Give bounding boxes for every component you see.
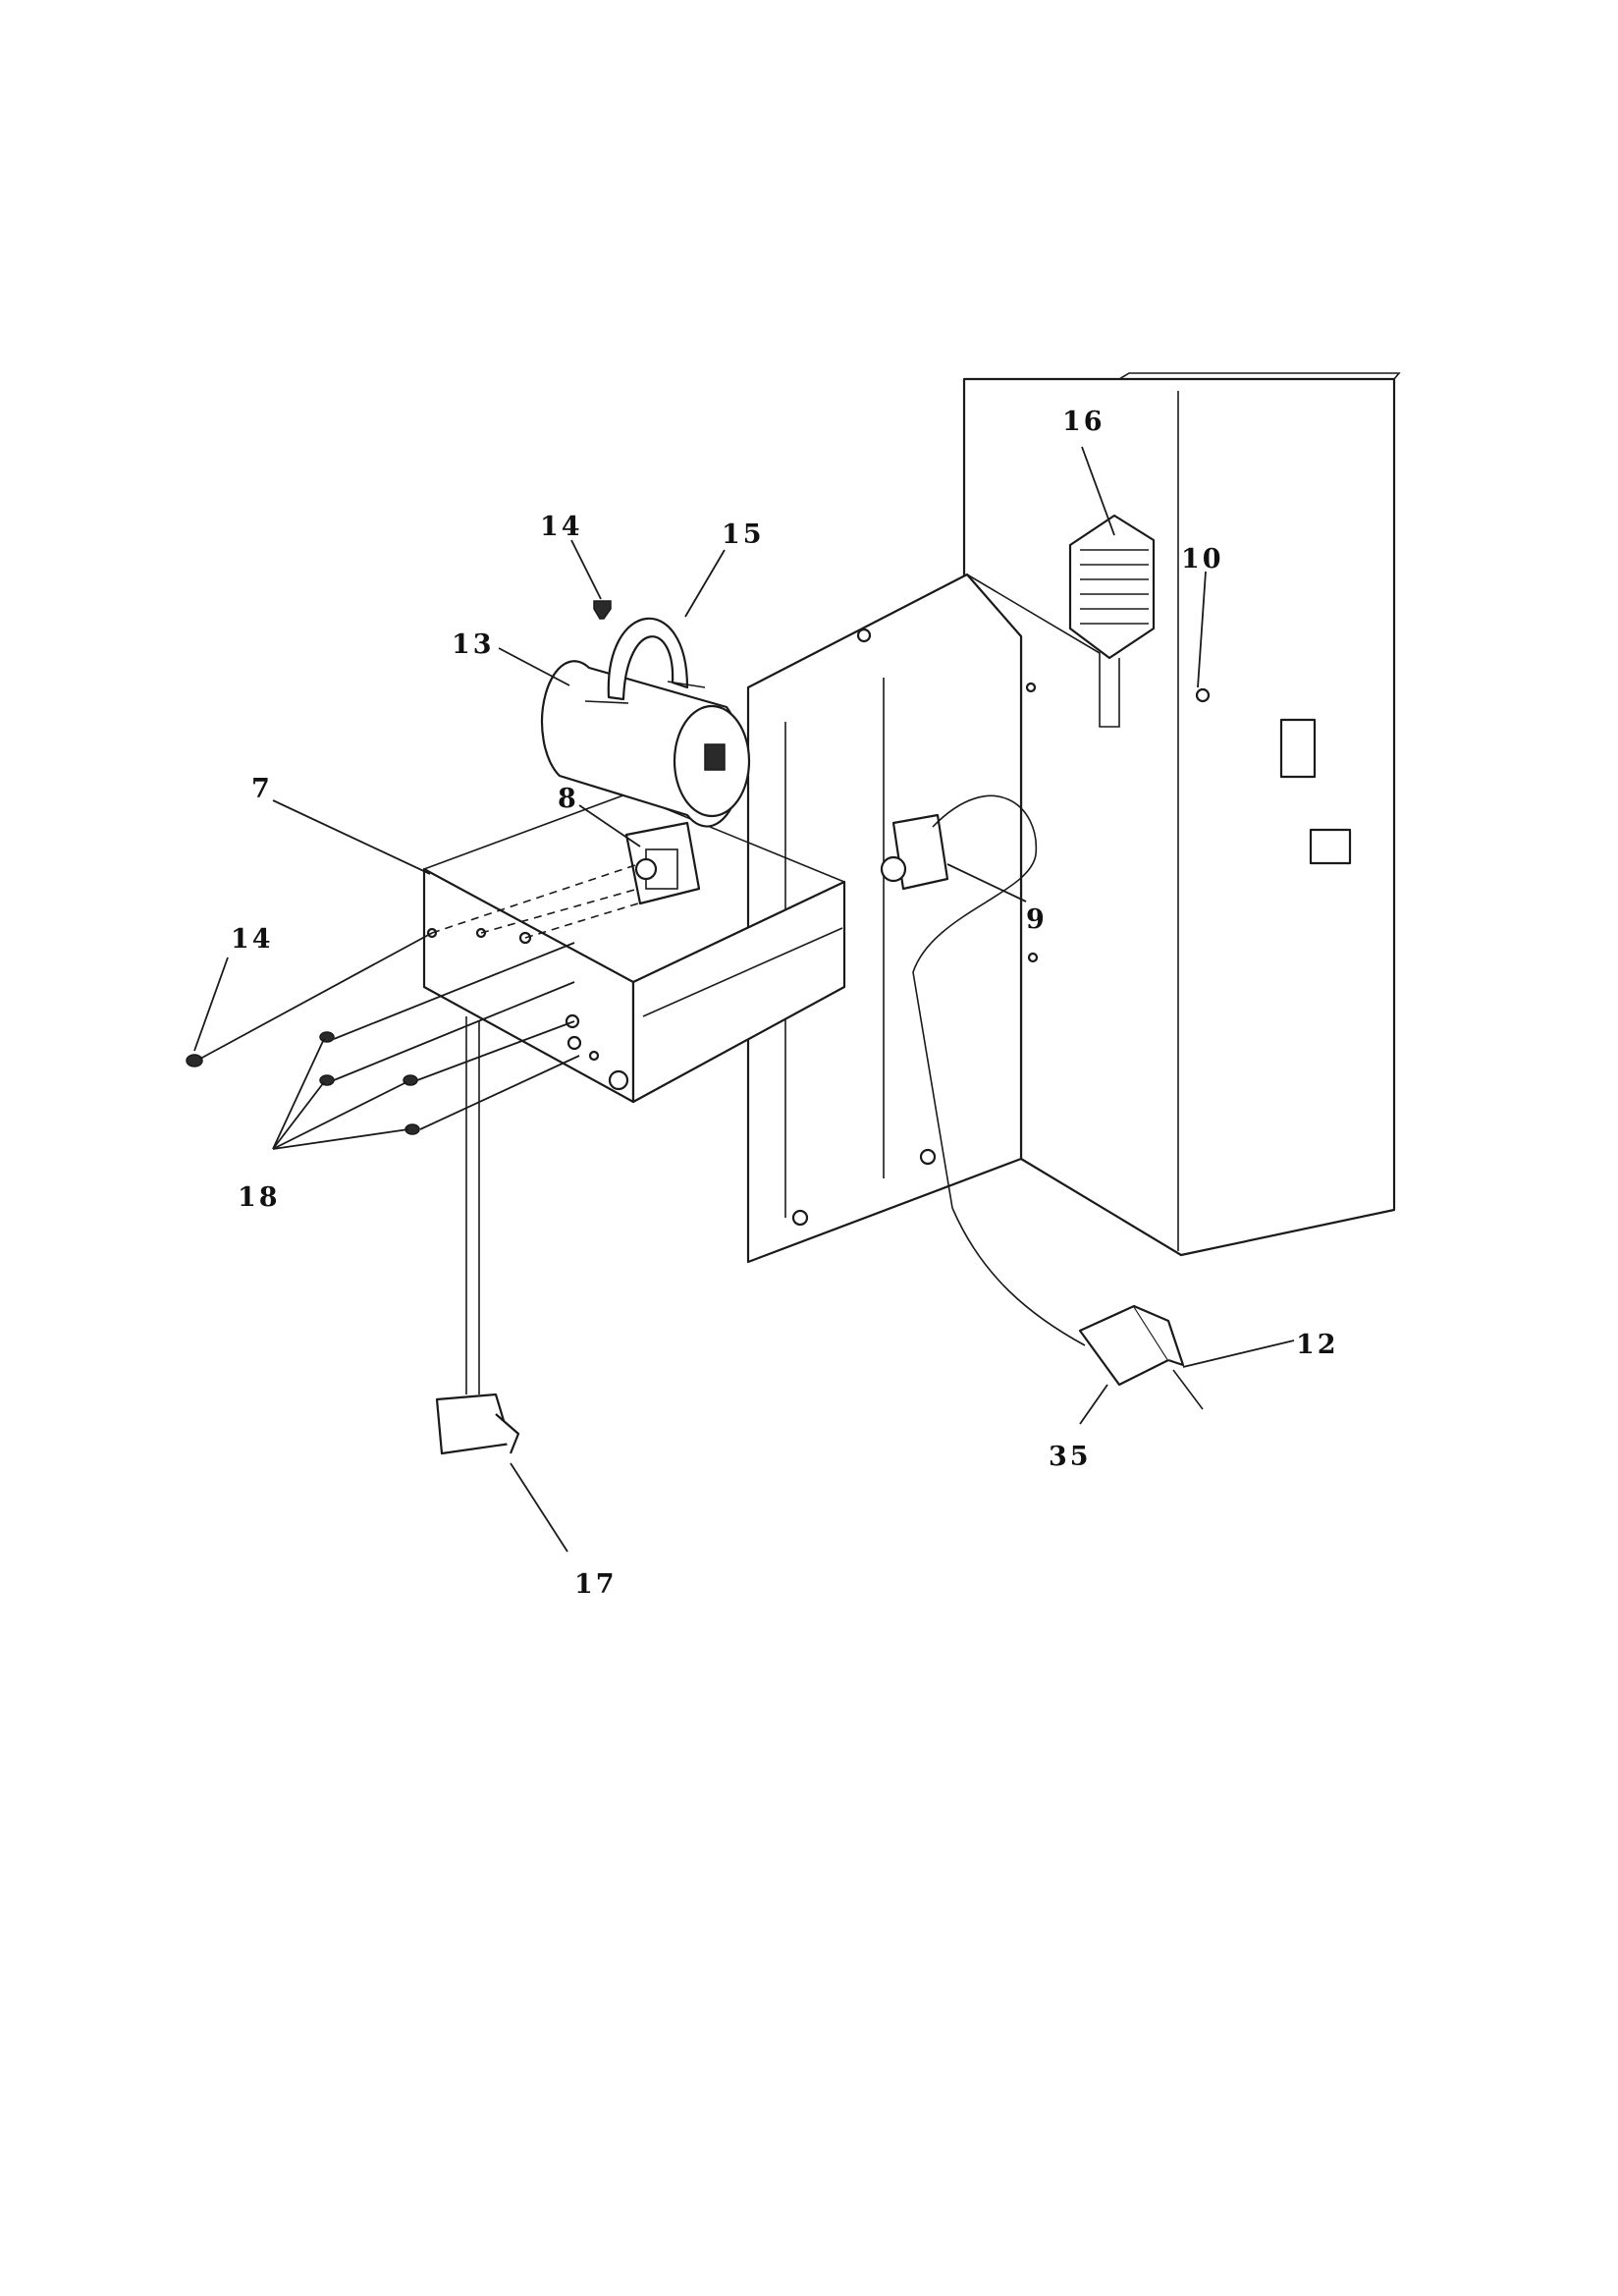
leader-14-left-b	[199, 932, 433, 1060]
leader-12	[1182, 1339, 1295, 1368]
screw-18-c	[403, 1074, 418, 1086]
leader-35	[1079, 1384, 1108, 1425]
power-cord	[435, 1016, 520, 1455]
callout-13: 13	[452, 629, 495, 660]
leader-18-d	[272, 1128, 409, 1150]
leader-18-h	[419, 1055, 580, 1130]
leader-15	[684, 549, 726, 618]
inner-back-panel	[746, 573, 1120, 1264]
callout-15: 15	[722, 519, 765, 550]
capacitor-strap	[584, 617, 706, 704]
callout-10: 10	[1181, 544, 1224, 574]
screw-14-left	[186, 1054, 203, 1067]
control-bracket	[422, 793, 846, 1104]
sensor-holder	[1078, 1304, 1204, 1410]
callout-8: 8	[558, 784, 579, 814]
thermostat	[880, 794, 1086, 1346]
screw-18-a	[319, 1031, 335, 1043]
callout-18: 18	[238, 1182, 281, 1213]
callout-17: 17	[574, 1569, 618, 1600]
callout-7: 7	[251, 774, 273, 804]
callout-9: 9	[1026, 904, 1048, 935]
cabinet-cover-panel	[962, 372, 1401, 1257]
leader-16	[1081, 446, 1115, 536]
heater-fin	[1068, 514, 1156, 660]
leader-7	[272, 799, 431, 875]
callout-16: 16	[1062, 407, 1106, 437]
assembly-lines	[431, 863, 639, 939]
leader-9	[946, 863, 1027, 902]
callout-12: 12	[1296, 1330, 1339, 1360]
selector-switch	[624, 821, 701, 905]
leader-18-g	[416, 1020, 575, 1081]
leader-13	[498, 647, 570, 686]
leader-10	[1197, 571, 1207, 688]
leader-18-f	[333, 981, 575, 1081]
leader-8	[578, 804, 641, 847]
screw-14-top	[593, 600, 612, 620]
leader-18-a	[272, 1038, 325, 1150]
leader-17	[510, 1462, 568, 1553]
capacitor	[540, 660, 751, 828]
leader-18-e	[333, 942, 575, 1040]
leader-14-top	[570, 539, 602, 600]
callout-35: 35	[1049, 1442, 1092, 1472]
leader-lines	[193, 446, 1295, 1553]
callout-14-left: 14	[231, 924, 274, 955]
leader-18-b	[272, 1081, 325, 1150]
callout-14-top: 14	[540, 512, 583, 542]
leader-18-c	[272, 1081, 407, 1150]
leader-14-left	[193, 957, 229, 1052]
